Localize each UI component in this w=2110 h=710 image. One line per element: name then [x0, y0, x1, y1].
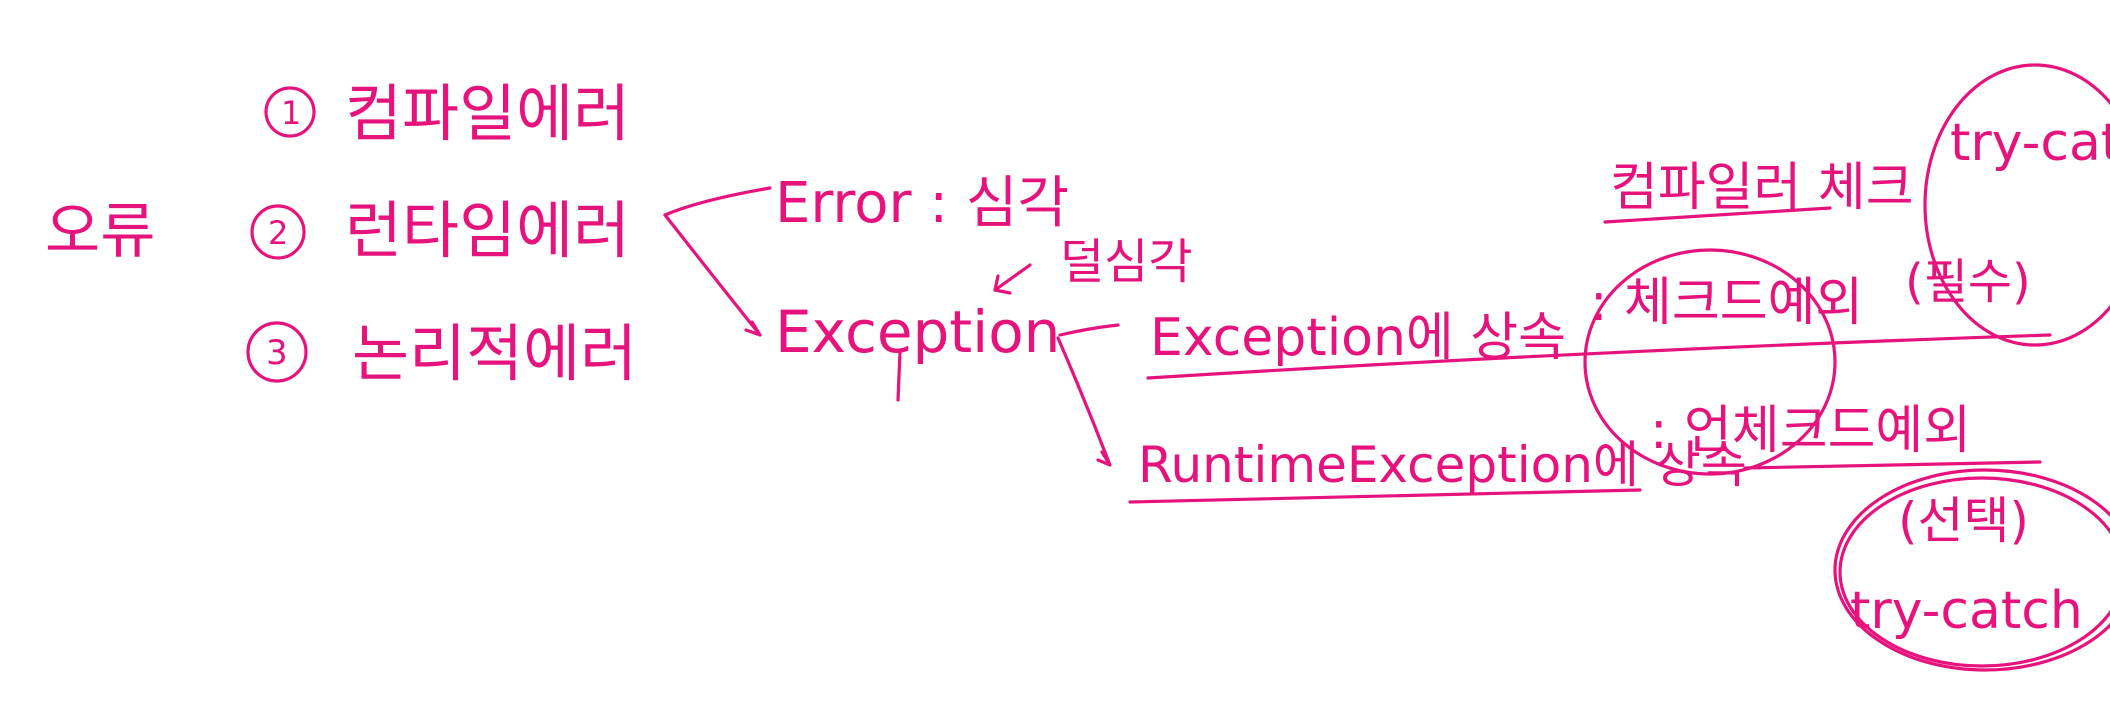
- optional-try-catch-circle-inner: [1838, 476, 2110, 668]
- required-label: (필수): [1905, 254, 2031, 310]
- runtime-inherit-underline: [1128, 488, 1642, 504]
- number-circle-2: [250, 204, 306, 260]
- item-runtime-error: 런타임에러: [345, 194, 630, 267]
- exception-label: Exception: [775, 298, 1060, 366]
- number-circle-3: [246, 321, 308, 383]
- runtime-inherit-label: RuntimeException에 상속: [1138, 436, 1747, 494]
- checked-exception-circle: [1583, 248, 1837, 476]
- item-number-2: 2: [268, 214, 288, 252]
- unchecked-exception-label: : 언체크드예외: [1650, 401, 1971, 461]
- branch-to-checked: [1058, 323, 1120, 337]
- unchecked-underline: [1743, 460, 2042, 470]
- exception-underline-tail: [896, 350, 902, 402]
- exception-inherit-underline: [1146, 333, 2052, 380]
- branch-to-exception: [663, 213, 762, 337]
- compiler-check-label: 컴파일러 체크: [1610, 158, 1914, 218]
- number-circle-1: [264, 86, 316, 138]
- item-number-1: 1: [281, 94, 301, 132]
- less-serious-arrow: [993, 263, 1032, 295]
- optional-label: (선택): [1898, 492, 2029, 550]
- checked-exception-label: : 체크드예외: [1590, 273, 1863, 333]
- item-number-3: 3: [266, 333, 288, 373]
- optional-try-catch-circle: [1833, 468, 2110, 672]
- branch-to-runtime: [1056, 336, 1112, 467]
- compiler-check-underline: [1603, 206, 1832, 224]
- try-catch-top-label: try-catch: [1950, 113, 2110, 173]
- required-try-catch-circle: [1923, 63, 2110, 347]
- branch-to-error: [663, 186, 772, 217]
- item-logic-error: 논리적에러: [352, 317, 637, 390]
- less-serious-label: 덜심각: [1060, 234, 1192, 290]
- root-label-error-types: 오류: [45, 197, 155, 267]
- try-catch-bottom-label: try-catch: [1850, 581, 2083, 641]
- error-serious-label: Error : 심각: [775, 171, 1069, 236]
- item-compile-error: 컴파일에러: [345, 77, 630, 150]
